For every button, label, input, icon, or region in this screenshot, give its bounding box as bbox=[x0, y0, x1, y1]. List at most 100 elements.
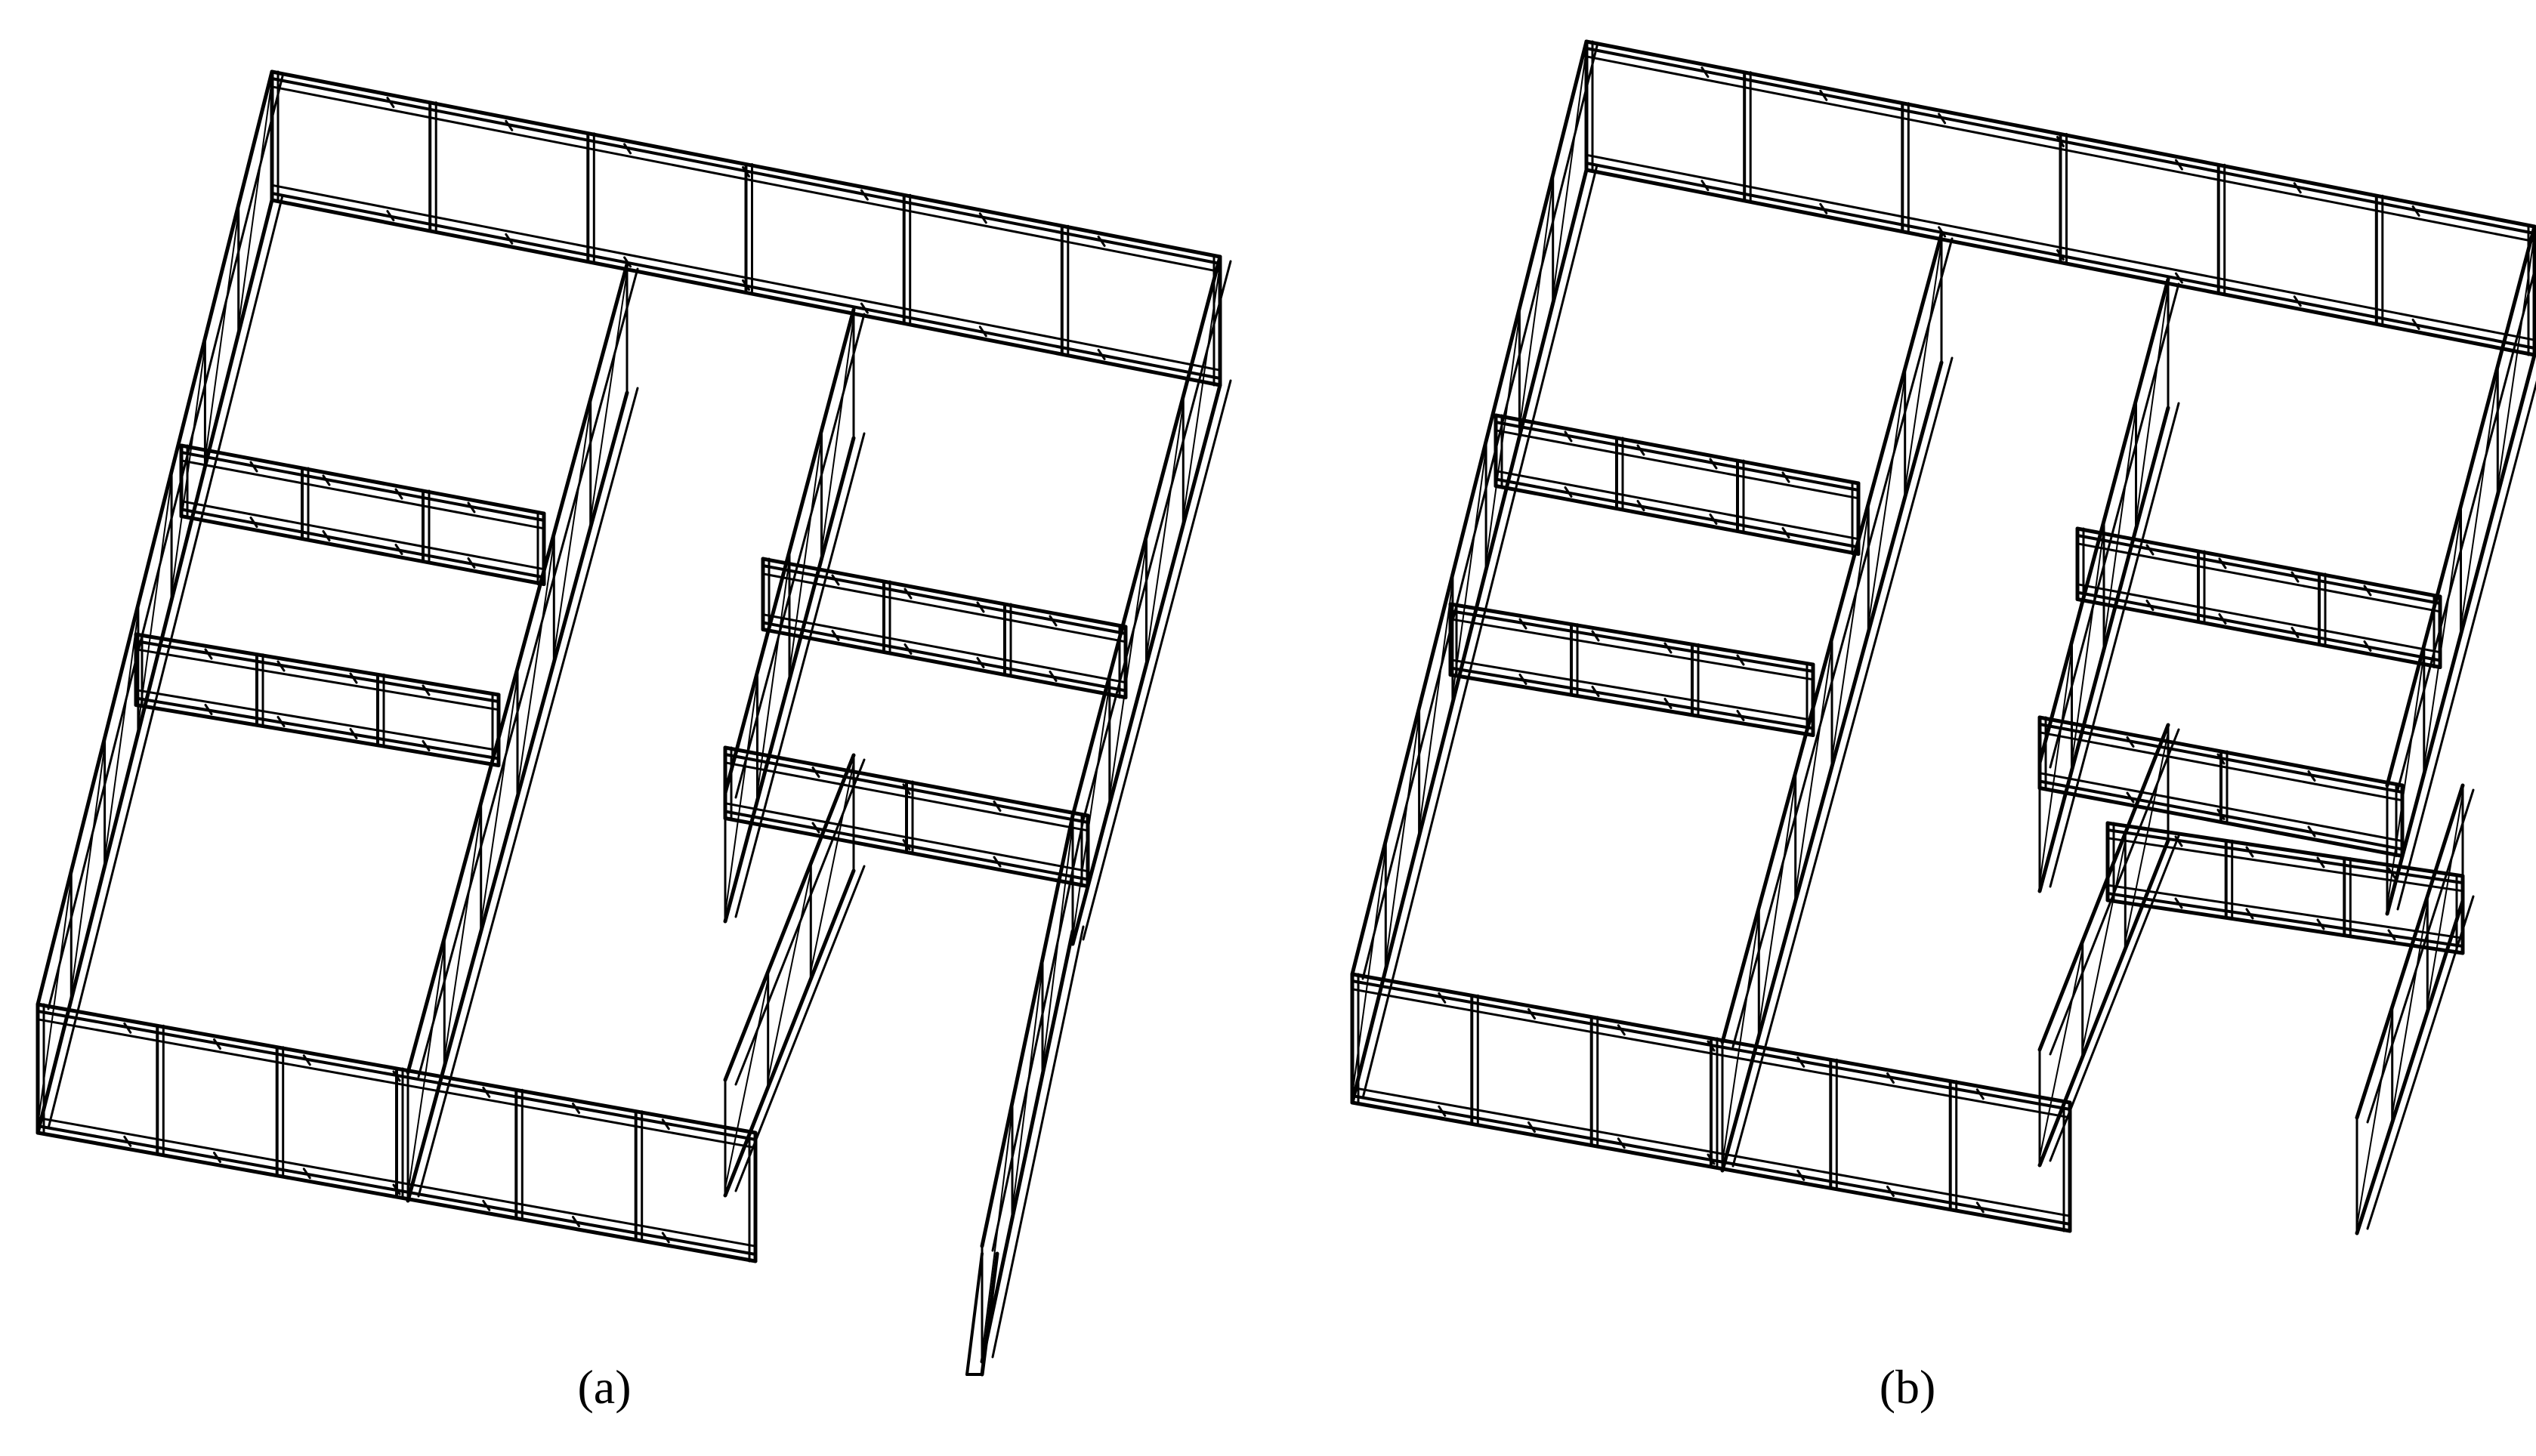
right-return-wall-tick-top bbox=[2174, 835, 2183, 847]
right-wall-bottom-rail-inner bbox=[1082, 379, 1232, 941]
right-return-wall-tick-top bbox=[2316, 856, 2325, 868]
right-room-divider-2-tick-top bbox=[902, 783, 911, 795]
right-leg-outer-brace bbox=[2039, 948, 2083, 1158]
right-room-divider-1-tick-top bbox=[1049, 615, 1058, 627]
front-wall-left-tick-bottom bbox=[1617, 1137, 1626, 1149]
left-room-divider-2-tick-bottom bbox=[204, 704, 213, 715]
right-room-divider-1-bottom-beam-inner bbox=[761, 621, 1127, 693]
right-leg-end-brace bbox=[981, 1109, 1013, 1355]
left-room-divider-2-tick-top bbox=[1736, 654, 1745, 666]
left-room-divider-1-tick-top bbox=[1709, 458, 1718, 470]
left-room-divider-1-tick-bottom bbox=[467, 557, 476, 569]
front-wall-left-tick-top bbox=[1796, 1056, 1805, 1068]
back-wall-tick-top bbox=[505, 119, 514, 131]
left-room-divider-2-tick-bottom bbox=[1736, 710, 1745, 721]
left-room-divider-1-top-beam-lower bbox=[1494, 429, 1860, 500]
left-room-divider-2-bottom-beam bbox=[134, 703, 501, 767]
front-wall-left-tick-bottom bbox=[1796, 1169, 1805, 1181]
right-room-divider-2-tick-top bbox=[811, 767, 820, 778]
left-room-divider-1-bottom-beam-inner bbox=[1494, 477, 1860, 549]
right-room-divider-1-tick-bottom bbox=[976, 657, 985, 668]
left-wall-brace bbox=[1518, 181, 1554, 430]
back-wall-tick-bottom bbox=[2056, 249, 2065, 261]
right-return-end-bottom-rail-inner bbox=[2366, 895, 2475, 1230]
front-wall-left-tick-bottom bbox=[302, 1168, 311, 1180]
left-room-divider-1-tick-bottom bbox=[1564, 486, 1573, 498]
left-room-divider-2-bottom-beam-upper bbox=[1449, 659, 1815, 722]
right-room-divider-1-top-beam-inner bbox=[761, 564, 1127, 635]
back-wall-tick-top bbox=[1938, 113, 1947, 125]
right-leg-outer-brace bbox=[724, 978, 769, 1189]
left-room-divider-2-tick-top bbox=[1518, 618, 1527, 630]
back-wall-tick-bottom bbox=[386, 210, 395, 222]
right-wall-top-rail-inner bbox=[2396, 261, 2536, 791]
left-wall-brace bbox=[1418, 581, 1453, 830]
right-leg-outer-top-rail bbox=[2037, 723, 2170, 1052]
corridor-wall-left-brace bbox=[589, 271, 628, 521]
corridor-wall-right-top-rail-inner bbox=[2049, 282, 2180, 769]
left-room-divider-2-tick-top bbox=[1663, 642, 1673, 654]
back-wall-tick-top bbox=[978, 212, 987, 224]
left-wall-top-rail bbox=[36, 69, 274, 1007]
right-return-end-brace bbox=[2356, 1013, 2393, 1226]
panel-b-caption: (b) bbox=[1879, 1360, 1936, 1414]
back-wall-tick-top bbox=[2174, 159, 2183, 171]
corridor-wall-left-brace bbox=[443, 810, 482, 1060]
right-room-divider-1-tick-bottom bbox=[2290, 627, 2300, 638]
corridor-wall-left-brace bbox=[1794, 645, 1833, 895]
front-wall-left-tick-bottom bbox=[213, 1152, 221, 1163]
corridor-wall-left-top-rail-inner bbox=[417, 267, 639, 1078]
right-wall-brace bbox=[1182, 264, 1221, 518]
right-leg-outer-top-rail bbox=[723, 753, 856, 1082]
right-room-divider-2-tick-bottom bbox=[993, 856, 1002, 868]
right-room-divider-1-bottom-beam bbox=[2075, 597, 2442, 669]
right-room-divider-2-tick-bottom bbox=[2216, 809, 2226, 820]
right-return-wall-bottom-beam bbox=[2105, 898, 2465, 955]
front-wall-left-tick-top bbox=[1617, 1024, 1626, 1036]
right-wall-brace bbox=[2460, 373, 2499, 628]
right-return-wall-top-beam-lower bbox=[2106, 837, 2464, 893]
corridor-wall-right-bottom-rail-inner bbox=[2049, 402, 2180, 888]
right-return-end-top-rail bbox=[2355, 783, 2465, 1120]
right-leg-end-brace bbox=[1042, 822, 1073, 1068]
front-wall-left-tick-top bbox=[1975, 1088, 1985, 1100]
left-room-divider-2-bottom-beam-inner bbox=[1449, 666, 1815, 730]
right-wall-brace bbox=[1108, 543, 1148, 797]
right-return-wall-top-beam bbox=[2105, 821, 2465, 878]
right-room-divider-2-tick-top bbox=[2216, 753, 2226, 765]
back-wall-tick-top bbox=[1700, 66, 1710, 79]
left-wall-brace bbox=[1385, 714, 1420, 963]
back-wall-tick-bottom bbox=[1938, 226, 1947, 238]
corridor-wall-right-brace bbox=[2135, 286, 2169, 522]
left-room-divider-2-tick-bottom bbox=[349, 728, 358, 739]
right-room-divider-2-tick-bottom bbox=[902, 839, 911, 850]
right-room-divider-1-bottom-beam bbox=[761, 628, 1128, 699]
right-wall-bottom-rail-inner bbox=[2396, 380, 2536, 911]
corridor-wall-left-brace bbox=[553, 406, 592, 656]
front-wall-left-tick-bottom bbox=[1527, 1121, 1536, 1133]
right-return-end-top-rail-inner bbox=[2366, 788, 2475, 1124]
corridor-wall-right-brace bbox=[789, 437, 823, 673]
right-room-divider-1-bottom-beam-upper bbox=[2076, 583, 2442, 654]
left-room-divider-2-tick-top bbox=[276, 660, 286, 672]
right-room-divider-1-bottom-beam-inner bbox=[2076, 591, 2442, 662]
right-room-divider-1-tick-top bbox=[2145, 544, 2155, 556]
back-wall-tick-bottom bbox=[860, 302, 869, 314]
left-room-divider-1-tick-top bbox=[394, 488, 403, 500]
left-wall-brace bbox=[137, 478, 173, 726]
left-room-divider-1-tick-bottom bbox=[1636, 500, 1645, 511]
front-wall-left-tick-bottom bbox=[661, 1232, 670, 1244]
left-room-divider-2-bottom-beam-inner bbox=[134, 696, 500, 760]
left-room-divider-1-tick-top bbox=[1781, 471, 1790, 483]
corridor-wall-left-brace bbox=[1758, 779, 1796, 1029]
back-wall-tick-top bbox=[2293, 182, 2302, 194]
front-wall-left-tick-bottom bbox=[1886, 1186, 1895, 1197]
right-room-divider-2-tick-top bbox=[2126, 736, 2135, 748]
right-return-wall-bottom-beam-upper bbox=[2106, 884, 2464, 939]
right-leg-outer-brace bbox=[767, 870, 812, 1081]
right-leg-end-bottom-rail-inner bbox=[991, 925, 1085, 1359]
back-wall-tick-bottom bbox=[2293, 295, 2302, 307]
right-room-divider-2-tick-bottom bbox=[2126, 791, 2135, 804]
right-wall-brace bbox=[1145, 403, 1185, 658]
